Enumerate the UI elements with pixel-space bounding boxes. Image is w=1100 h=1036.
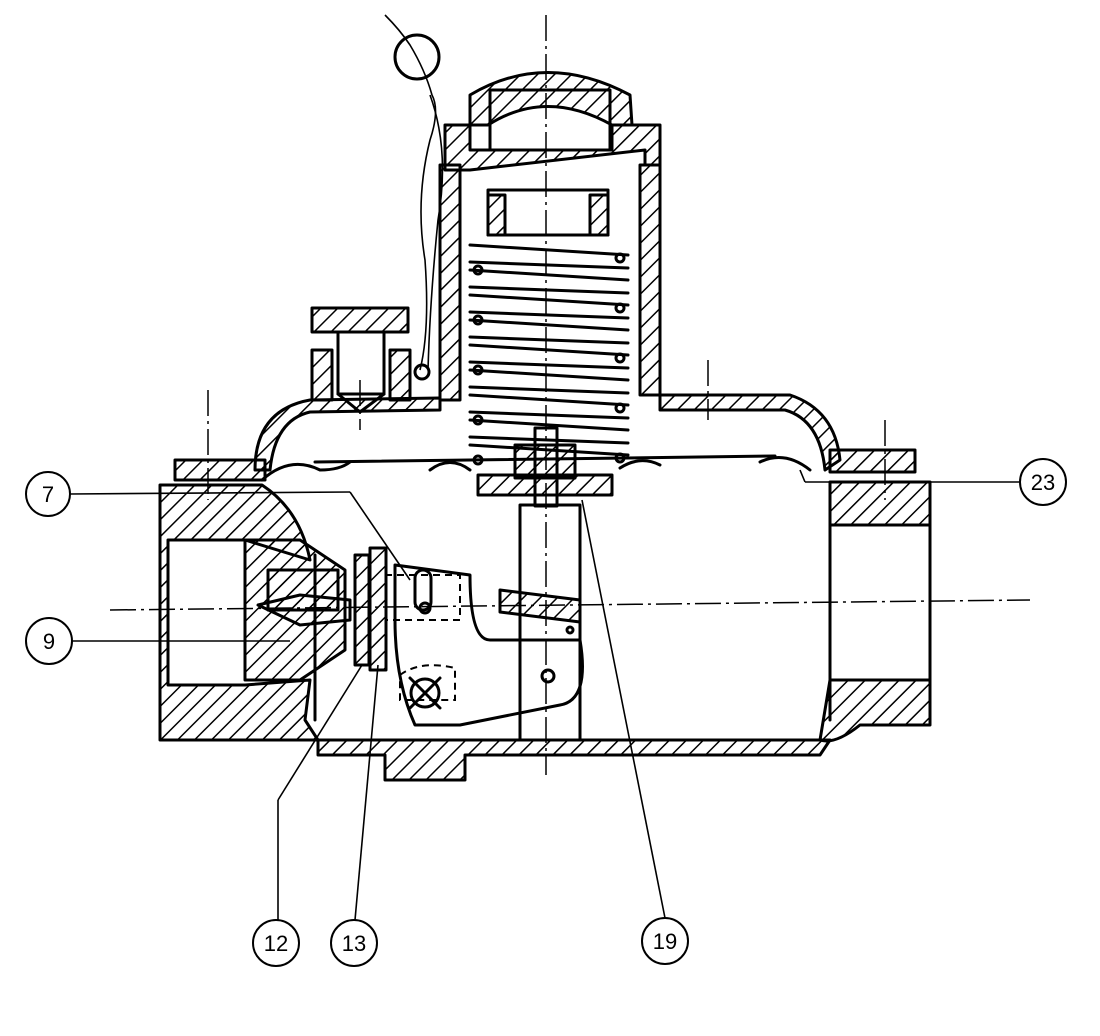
callout-13: 13 xyxy=(330,664,379,967)
callout-13-label: 13 xyxy=(342,931,366,956)
callout-7-label: 7 xyxy=(42,482,54,507)
callout-9: 9 xyxy=(25,617,290,665)
callout-23-label: 23 xyxy=(1031,470,1055,495)
regulator-spring xyxy=(468,243,630,466)
callout-23: 23 xyxy=(799,458,1067,506)
seal-wire xyxy=(384,14,444,381)
inlet-nozzle xyxy=(243,538,388,682)
callout-9-label: 9 xyxy=(43,629,55,654)
callout-19: 19 xyxy=(581,499,689,965)
spring-bonnet xyxy=(438,71,662,402)
callout-12-label: 12 xyxy=(264,931,288,956)
callout-7: 7 xyxy=(25,471,411,581)
callout-19-label: 19 xyxy=(653,929,677,954)
diaphragm-case xyxy=(173,393,917,508)
lever-mechanism xyxy=(385,503,584,742)
callout-12: 12 xyxy=(252,664,363,967)
vent-plug xyxy=(310,306,412,414)
